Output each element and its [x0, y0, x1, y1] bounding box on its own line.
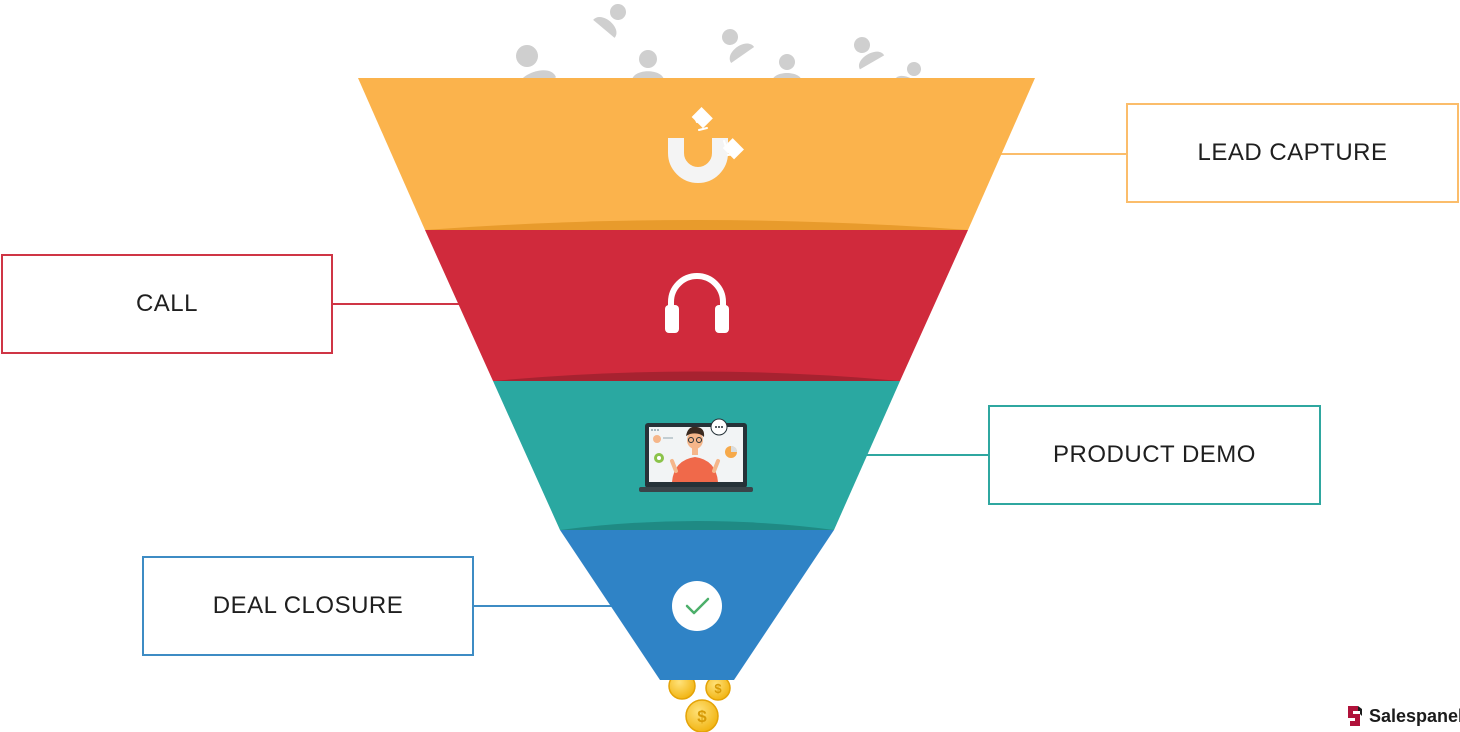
coin-icon: $	[685, 699, 719, 732]
funnel-layer-call	[425, 216, 968, 381]
check-circle-icon	[672, 581, 722, 631]
people-icons	[516, 4, 921, 92]
headphones-icon	[665, 273, 729, 333]
deal-closure-label-box: DEAL CLOSURE	[142, 556, 474, 656]
product-demo-label-box: PRODUCT DEMO	[988, 405, 1321, 505]
dollar-coin-icons: $ $	[668, 672, 731, 732]
salespanel-brand: Salespanel	[1346, 702, 1460, 730]
product-demo-label: PRODUCT DEMO	[1053, 441, 1256, 468]
person-icon	[593, 4, 626, 38]
svg-text:$: $	[714, 681, 722, 696]
person-icon	[854, 37, 885, 70]
brand-name: Salespanel	[1369, 705, 1460, 726]
person-icon	[772, 54, 802, 82]
svg-text:$: $	[697, 707, 707, 726]
call-label-box: CALL	[1, 254, 333, 354]
connector-lines	[333, 153, 1126, 607]
funnel-layer-lead-capture	[358, 78, 1035, 230]
salespanel-logo-icon	[1348, 706, 1362, 726]
funnel-layer-lead-capture-body	[358, 78, 1035, 230]
lead-capture-label: LEAD CAPTURE	[1197, 139, 1388, 166]
deal-closure-label: DEAL CLOSURE	[212, 592, 404, 619]
funnel	[358, 78, 1035, 680]
magnet-icon	[668, 107, 744, 183]
lead-capture-label-box: LEAD CAPTURE	[1126, 103, 1459, 203]
laptop-presenter-icon	[639, 418, 753, 492]
person-icon	[632, 50, 664, 81]
call-label: CALL	[135, 290, 199, 317]
funnel-layer-call-body	[425, 230, 968, 381]
person-icon	[722, 29, 755, 64]
